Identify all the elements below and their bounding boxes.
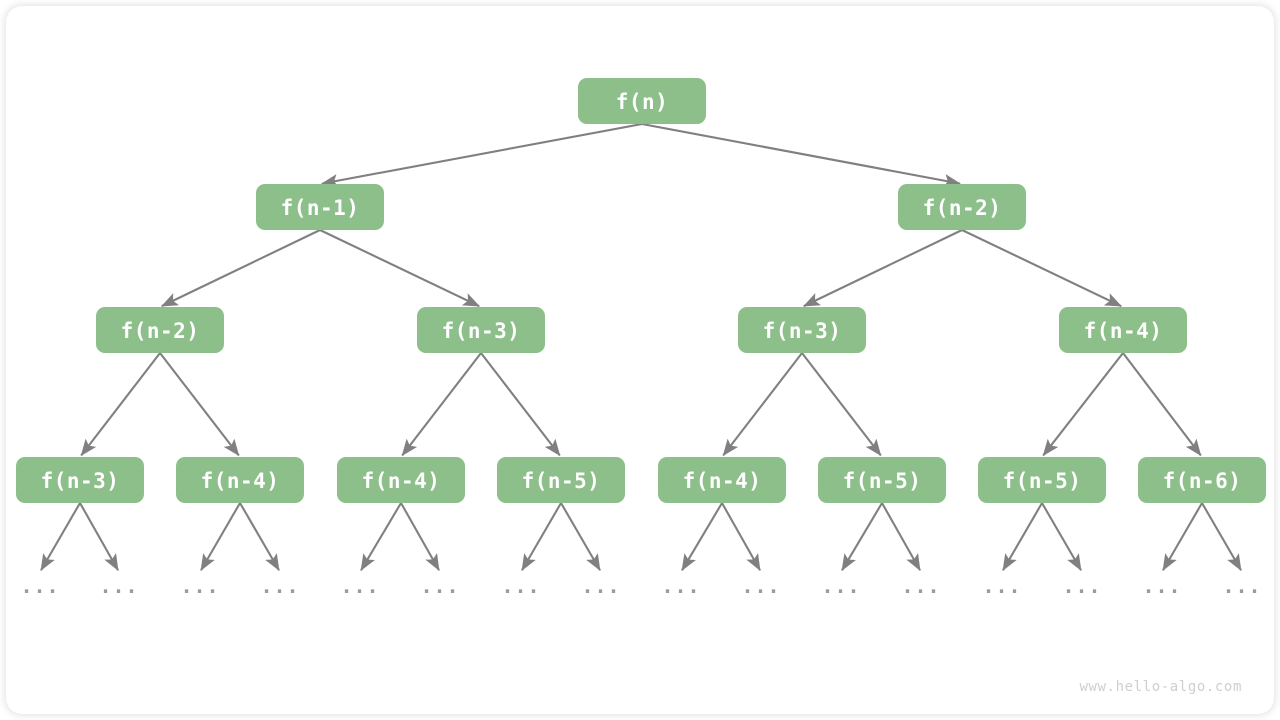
ellipsis-label: ... (99, 574, 138, 598)
node-label: f(n-4) (683, 469, 762, 493)
ellipsis-label: ... (501, 574, 540, 598)
node-box (978, 457, 1106, 503)
tree-edge (40, 502, 81, 571)
tree-edge (200, 502, 241, 571)
tree-edge (1122, 352, 1202, 457)
tree-node[interactable]: f(n-2) (898, 184, 1026, 230)
ellipsis-label: ... (1062, 574, 1101, 598)
tree-edge (360, 502, 402, 572)
ellipsis-label: ... (581, 574, 620, 598)
node-label: f(n-2) (923, 196, 1002, 220)
node-label: f(n-4) (362, 469, 441, 493)
tree-edge (881, 502, 921, 571)
node-label: f(n-3) (442, 319, 521, 343)
tree-edge (841, 502, 883, 572)
tree-edge (803, 229, 963, 308)
node-label: f(n-4) (1084, 319, 1163, 343)
ellipsis-label: ... (180, 574, 219, 598)
tree-edge (80, 352, 161, 457)
tree-node[interactable]: f(n-1) (256, 184, 384, 230)
tree-edge (401, 352, 482, 457)
ellipsis-label: ... (982, 574, 1021, 598)
node-box (497, 457, 625, 503)
tree-node[interactable]: f(n-3) (417, 307, 545, 353)
tree-node[interactable]: f(n-4) (176, 457, 304, 503)
ellipses-layer: ........................................… (20, 574, 1261, 598)
node-box (96, 307, 224, 353)
tree-edge (1042, 352, 1124, 457)
ellipsis-label: ... (901, 574, 940, 598)
node-label: f(n-1) (281, 196, 360, 220)
tree-node[interactable]: f(n-5) (497, 457, 625, 503)
node-box (337, 457, 465, 503)
tree-edge (681, 502, 723, 572)
tree-edge (1002, 502, 1043, 571)
tree-edge (1162, 502, 1203, 571)
tree-node[interactable]: f(n-4) (658, 457, 786, 503)
ellipsis-label: ... (821, 574, 860, 598)
tree-edge (161, 229, 321, 308)
node-label: f(n) (616, 90, 669, 114)
ellipsis-label: ... (1222, 574, 1261, 598)
ellipsis-label: ... (260, 574, 299, 598)
tree-edge (961, 229, 1122, 308)
node-box (578, 78, 706, 124)
ellipsis-label: ... (20, 574, 59, 598)
tree-edge (721, 502, 761, 571)
edges-layer (40, 122, 1242, 572)
tree-node[interactable]: f(n-2) (96, 307, 224, 353)
node-label: f(n-5) (843, 469, 922, 493)
node-box (176, 457, 304, 503)
tree-edge (319, 229, 480, 308)
node-box (818, 457, 946, 503)
tree-edge (79, 502, 119, 571)
watermark: www.hello-algo.com (1079, 679, 1242, 695)
node-label: f(n-5) (522, 469, 601, 493)
tree-edge (1201, 502, 1242, 571)
node-label: f(n-3) (41, 469, 120, 493)
node-box (417, 307, 545, 353)
tree-node[interactable]: f(n-6) (1138, 457, 1266, 503)
node-box (898, 184, 1026, 230)
tree-edge (239, 502, 280, 571)
ellipsis-label: ... (420, 574, 459, 598)
node-label: f(n-3) (763, 319, 842, 343)
ellipsis-label: ... (1142, 574, 1181, 598)
tree-edge (801, 352, 882, 457)
ellipsis-label: ... (741, 574, 780, 598)
tree-node[interactable]: f(n-3) (738, 307, 866, 353)
node-label: f(n-6) (1163, 469, 1242, 493)
tree-edge (641, 122, 961, 188)
node-box (1059, 307, 1187, 353)
ellipsis-label: ... (340, 574, 379, 598)
node-box (738, 307, 866, 353)
node-box (658, 457, 786, 503)
tree-node[interactable]: f(n-5) (978, 457, 1106, 503)
tree-edge (560, 502, 601, 571)
ellipsis-label: ... (661, 574, 700, 598)
tree-node[interactable]: f(n-4) (1059, 307, 1187, 353)
tree-edge (400, 502, 440, 571)
tree-edge (321, 122, 643, 188)
tree-edge (722, 352, 803, 457)
node-box (16, 457, 144, 503)
tree-node[interactable]: f(n) (578, 78, 706, 124)
nodes-layer: f(n) f(n-1) f(n-2) f(n-2) f(n-3) f(n-3) f(n-4)… (16, 78, 1266, 503)
tree-edge (1041, 502, 1082, 571)
node-box (1138, 457, 1266, 503)
node-label: f(n-2) (121, 319, 200, 343)
tree-edge (521, 502, 562, 571)
tree-node[interactable]: f(n-5) (818, 457, 946, 503)
tree-edge (480, 352, 561, 457)
tree-edge (159, 352, 240, 457)
node-label: f(n-4) (201, 469, 280, 493)
tree-node[interactable]: f(n-4) (337, 457, 465, 503)
node-label: f(n-5) (1003, 469, 1082, 493)
tree-node[interactable]: f(n-3) (16, 457, 144, 503)
node-box (256, 184, 384, 230)
